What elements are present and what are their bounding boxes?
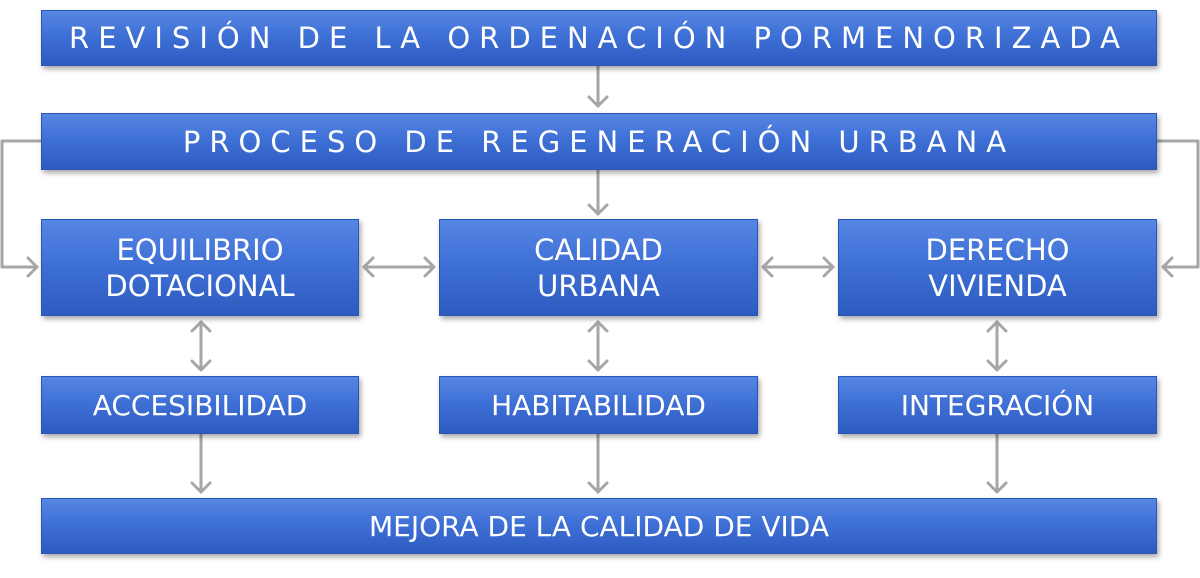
pillar-line-2: DOTACIONAL (105, 268, 295, 303)
pillar-line-2: URBANA (537, 268, 660, 303)
pillar-line-1: EQUILIBRIO (116, 232, 284, 267)
outcome-label: HABITABILIDAD (491, 388, 706, 422)
top-box-label: REVISIÓN DE LA ORDENACIÓN PORMENORIZADA (69, 21, 1129, 55)
double-arrow-equilibrio-accesibilidad (190, 320, 212, 372)
outcome-box-accesibilidad: ACCESIBILIDAD (41, 376, 359, 434)
bottom-box-label: MEJORA DE LA CALIDAD DE VIDA (368, 509, 829, 543)
arrow-integracion-to-mejora (986, 432, 1008, 494)
pillar-line-1: DERECHO (925, 232, 1070, 267)
outcome-box-integracion: INTEGRACIÓN (838, 376, 1157, 434)
arrow-accesibilidad-to-mejora (190, 432, 212, 494)
outcome-label: ACCESIBILIDAD (92, 388, 308, 422)
arrow-top-to-process (587, 64, 609, 108)
pillar-box-equilibrio: EQUILIBRIO DOTACIONAL (41, 219, 359, 316)
process-box-label: PROCESO DE REGENERACIÓN URBANA (182, 124, 1016, 159)
outcome-label: INTEGRACIÓN (900, 388, 1095, 422)
arrow-process-to-equilibrio (0, 139, 43, 278)
double-arrow-equilibrio-calidad (362, 256, 436, 278)
arrow-process-to-derecho (1155, 139, 1200, 278)
top-box: REVISIÓN DE LA ORDENACIÓN PORMENORIZADA (41, 10, 1157, 66)
pillar-box-derecho: DERECHO VIVIENDA (838, 219, 1157, 316)
pillar-line-2: VIVIENDA (928, 268, 1067, 303)
double-arrow-derecho-integracion (986, 320, 1008, 372)
double-arrow-calidad-derecho (761, 256, 835, 278)
pillar-box-calidad: CALIDAD URBANA (439, 219, 758, 316)
bottom-box: MEJORA DE LA CALIDAD DE VIDA (41, 498, 1157, 554)
arrow-habitabilidad-to-mejora (587, 432, 609, 494)
double-arrow-calidad-habitabilidad (587, 320, 609, 372)
outcome-box-habitabilidad: HABITABILIDAD (439, 376, 758, 434)
process-box: PROCESO DE REGENERACIÓN URBANA (41, 113, 1157, 170)
arrow-process-to-calidad (587, 168, 609, 216)
pillar-line-1: CALIDAD (534, 232, 663, 267)
